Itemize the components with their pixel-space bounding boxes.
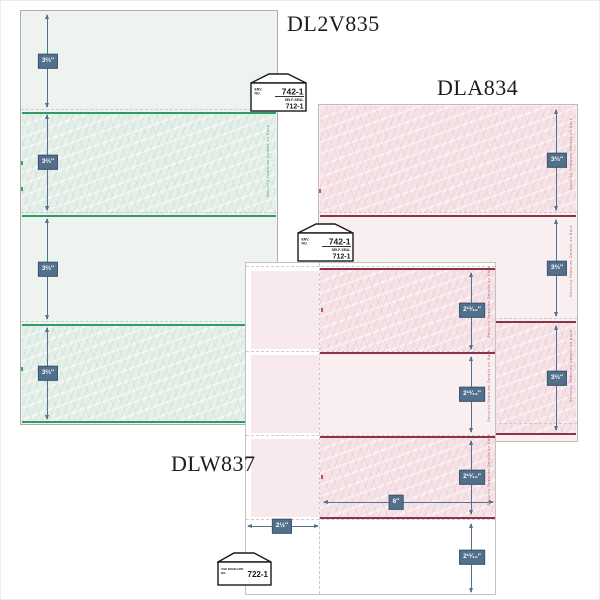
envelope-742-icon: ENV. NO. 742-1 SELF-SEAL 712-1 <box>250 71 308 113</box>
envelope-alt-number: 712-1 <box>333 254 351 261</box>
envelope-selfseal-label: SELF-SEAL <box>332 248 351 252</box>
security-microtext: Security Features Details on Back <box>486 349 491 422</box>
check-edge-line <box>320 517 495 519</box>
dimension-label: 3⅔″ <box>37 154 59 170</box>
pink-check-band-1 <box>320 106 576 212</box>
perforation-line <box>246 266 495 267</box>
check-stub <box>251 355 319 433</box>
product-code-dla834: DLA834 <box>437 75 519 100</box>
security-microtext: Security Features Details on Back <box>568 117 573 190</box>
envelope-small-label: ENV. <box>255 88 263 92</box>
envelope-selfseal-label: SELF-SEAL <box>285 98 304 102</box>
envelope-722-icon: USE ENVELOPE NO. 722-1 <box>217 549 273 587</box>
perforation-line-vertical <box>319 263 320 594</box>
check-edge-line <box>320 436 495 438</box>
dimension-label: 2¹³⁄₁₆″ <box>459 386 485 402</box>
dimension-label: 2½″ <box>271 518 293 534</box>
check-edge-line <box>320 352 495 354</box>
product-code-dl2v835: DL2V835 <box>287 11 380 36</box>
envelope-alt-number: 712-1 <box>286 104 304 111</box>
green-check-band-2 <box>22 325 276 421</box>
check-edge-line <box>320 268 495 270</box>
dimension-label: 2¹³⁄₁₆″ <box>459 549 485 565</box>
edge-mark <box>21 161 23 165</box>
envelope-742-icon: ENV. NO. 742-1 SELF-SEAL 712-1 <box>297 221 355 263</box>
check-edge-line <box>320 215 576 217</box>
envelope-small-label: ENV. <box>302 238 310 242</box>
dimension-label: 2¹³⁄₁₆″ <box>459 302 485 318</box>
product-code-dlw837: DLW837 <box>171 451 256 476</box>
dimension-label: 3⅔″ <box>546 370 568 386</box>
edge-mark <box>21 367 23 371</box>
security-microtext: Security Features Details on Back <box>486 265 491 338</box>
security-microtext: Security Features Details on Back <box>486 433 491 506</box>
check-edge-line <box>22 112 276 114</box>
perforation-line <box>246 435 495 436</box>
check-edge-line <box>22 215 276 217</box>
envelope-small-label: NO. <box>221 571 226 575</box>
perforation-line <box>21 212 277 213</box>
envelope-number: 742-1 <box>329 237 351 247</box>
perforation-line <box>21 321 277 322</box>
edge-mark <box>321 475 323 479</box>
edge-mark <box>321 308 323 312</box>
check-stub <box>251 439 319 517</box>
envelope-small-label: NO. <box>255 92 261 96</box>
check-stub <box>251 271 319 349</box>
security-microtext: Security Features Details on Back <box>568 224 573 297</box>
security-microtext: Security Features Details on Back <box>568 329 573 402</box>
dimension-label: 6″ <box>388 494 404 510</box>
green-check-band-1 <box>22 113 276 214</box>
edge-mark <box>21 187 23 191</box>
dimension-label: 3⅔″ <box>37 261 59 277</box>
dimension-label: 3⅔″ <box>546 152 568 168</box>
dimension-label: 2¹³⁄₁₆″ <box>459 469 485 485</box>
perforation-line <box>246 351 495 352</box>
perforation-line <box>21 109 277 110</box>
envelope-small-label: NO. <box>302 242 308 246</box>
envelope-small-label: USE ENVELOPE <box>221 567 244 571</box>
dimension-label: 3⅔″ <box>37 365 59 381</box>
dimension-label: 3⅔″ <box>546 260 568 276</box>
perforation-line <box>319 212 577 213</box>
check-sheet-wallet: 2¹³⁄₁₆″ 2¹³⁄₁₆″ 2¹³⁄₁₆″ 2¹³⁄₁₆″ 6″ 2½″ S… <box>245 262 496 595</box>
dimension-arrow-horizontal <box>323 500 494 504</box>
perforation-line <box>246 519 495 520</box>
envelope-number: 722-1 <box>248 570 269 579</box>
check-edge-line <box>22 324 276 326</box>
check-sheet-green: 3⅔″ 3⅔″ 3⅔″ 3⅔″ Security Features Detail… <box>20 10 278 425</box>
envelope-number: 742-1 <box>282 87 304 97</box>
dimension-label: 3⅔″ <box>37 53 59 69</box>
security-microtext: Security Features Details on Back <box>265 124 270 197</box>
edge-mark <box>319 189 321 193</box>
check-edge-line <box>22 421 276 423</box>
